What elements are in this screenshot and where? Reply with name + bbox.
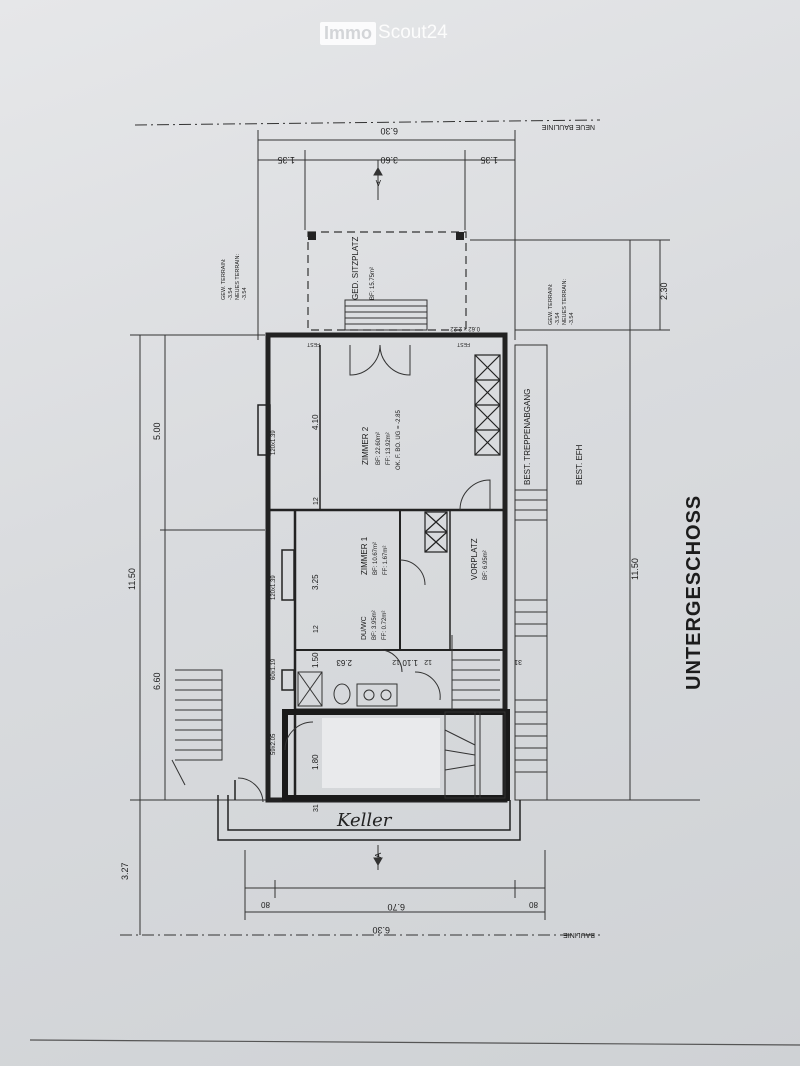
dim-left-327: 3.27 [120,862,130,880]
turning-stair [444,635,506,799]
baulinie-label: BAULINIE [563,931,595,938]
section-a-bottom: A [374,852,383,858]
terrain-right-2: -3.54 [555,312,561,325]
watermark-brand-text: Scout24 [378,22,448,43]
treppenabgang-label: BEST. TREPPENABGANG [523,389,532,485]
left-dimension-lines [130,334,270,935]
sitzplatz-steps [344,299,428,331]
zimmer2-ff: FF: 13.92m² [386,432,392,465]
dim-right-1150: 11.50 [630,558,640,580]
sitzplatz-dim: 0.62 x 2.22 [450,325,480,331]
sanitary-fixtures [297,671,398,707]
plan-title: UNTERGESCHOSS [683,495,705,690]
terrain-left-4: -3.54 [242,287,248,300]
zimmer2-ok: OK. F. BO. UG = -2.85 [396,409,402,470]
windows-left [257,404,295,691]
dim-bottom-total: 6.30 [372,925,390,935]
terrain-left-1: GEW. TERRAIN: [221,258,227,300]
terrain-left-3: NEUES TERRAIN: [235,253,241,300]
terrain-right-1: GEW. TERRAIN: [548,283,554,325]
zimmer2-name: ZIMMER 2 [361,426,370,465]
wardrobe-zimmer2 [474,354,501,456]
column-marker [456,232,464,240]
dim-inner-12a: 12 [313,497,320,505]
existing-stair [514,344,548,801]
wardrobe-zimmer1 [424,511,448,553]
section-a-top: A [375,178,381,187]
dim-top-mid: 3.60 [380,155,398,165]
window-size-2: 120x1.39 [271,575,277,600]
bottom-dimension-lines [244,850,546,920]
dim-right-230: 2.30 [659,282,669,300]
zimmer2-bf: BF: 22.60m² [376,432,382,465]
dim-top-left: 1.35 [277,155,295,165]
dim-12c: 12 [392,658,400,665]
duwc-ff: FF: 0.72m² [382,611,388,640]
neue-baulinie-line [134,119,601,126]
zimmer1-ff: FF: 1.67m² [383,546,389,575]
duwc-bf: BF: 3.95m² [372,610,378,640]
sitzplatz-name: GED. SITZPLATZ [351,236,360,300]
section-markers [373,160,383,870]
dim-12d: 12 [424,658,432,665]
lightwell-outline [217,780,521,841]
dim-bottom-mid: 6.70 [387,902,405,912]
zimmer1-name: ZIMMER 1 [360,536,369,575]
immoscout-watermark: Immo Scout24 [320,20,448,46]
exterior-stair-left [171,669,223,786]
column-marker [308,232,316,240]
terrain-left-2: -3.54 [228,287,234,300]
watermark-brand-box: Immo [320,21,377,45]
neue-baulinie-label: NEUE BAULINIE [541,123,595,130]
zimmer1-bf: BF: 10.67m² [373,542,379,575]
vorplatz-name: VORPLATZ [470,538,479,580]
window-size-3: 60x1.19 [271,658,277,680]
duwc-name: DU/WC [361,616,368,640]
keller-whiteout [322,718,440,788]
door-size-1: 59x2.05 [271,733,277,755]
dim-left-500: 5.00 [152,422,162,440]
dim-bottom-left: 80 [261,900,270,909]
sitzplatz-outline [307,231,467,331]
dim-top-right: 1.35 [480,155,498,165]
vorplatz-bf: BF: 6.95m² [483,550,489,580]
terrain-right-4: -3.54 [569,312,575,325]
terrain-right-3: NEUES TERRAIN: [562,278,568,325]
dim-inner-12b: 12 [313,625,320,633]
dim-110: 1.10 [402,658,418,667]
paper-edge-line [29,1039,800,1046]
dim-left-1150: 11.50 [127,568,137,590]
sitzplatz-bf: BF: 15.75m² [370,267,376,300]
dim-bottom-right: 80 [529,900,538,909]
dim-263: 2.63 [336,658,352,667]
dim-inner-31: 31 [313,804,320,812]
door-swings [237,344,491,803]
top-dimension-lines [257,130,516,340]
window-size-1: 120x1.39 [271,430,277,455]
dim-top-total: 6.30 [380,126,398,136]
efh-label: BEST. EFH [575,444,584,485]
keller-outline [282,709,510,801]
keller-handwritten-label: Keller [336,810,393,831]
fest-label-1: FEST [307,341,320,347]
dim-31b: 31 [514,658,522,665]
dim-left-660: 6.60 [152,672,162,690]
dim-inner-410: 4.10 [311,414,320,430]
dim-inner-150: 1.50 [311,652,320,668]
dim-inner-180: 1.80 [311,754,320,770]
dim-inner-325: 3.25 [311,574,320,590]
fest-label-2: FEST [457,341,470,347]
